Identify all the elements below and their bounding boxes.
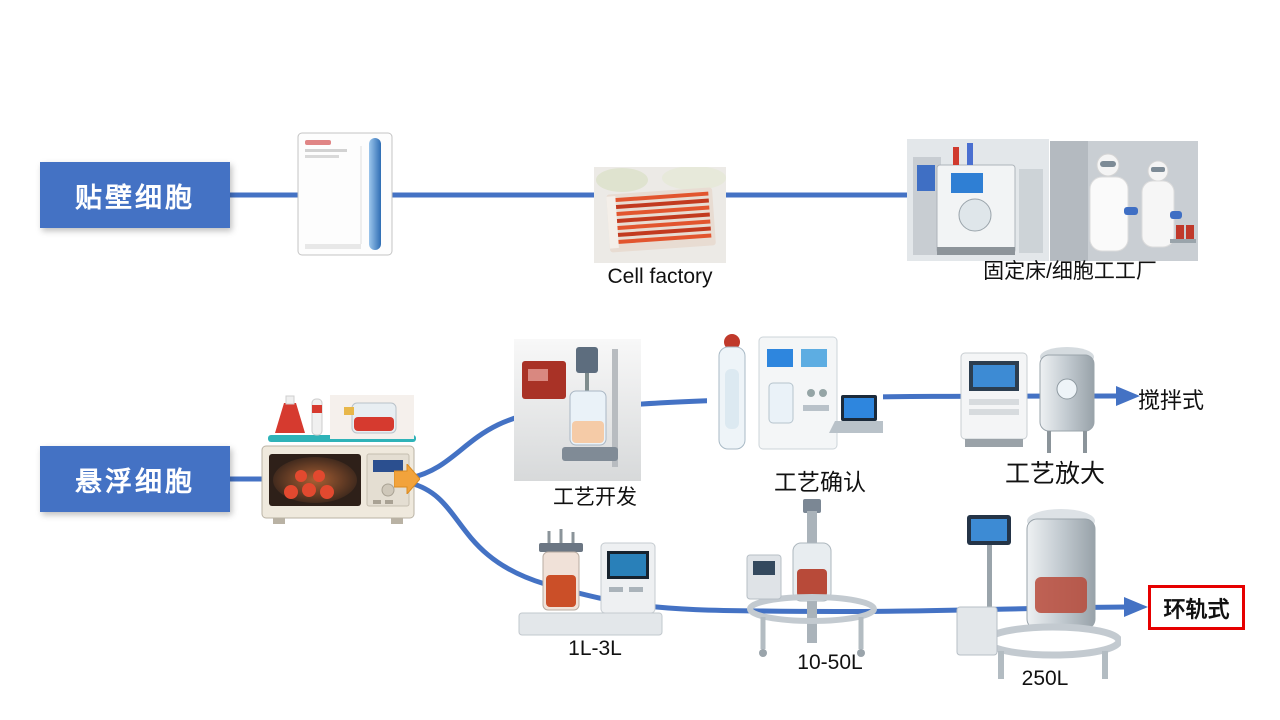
suspension-cells-label: 悬浮细胞 <box>75 466 195 497</box>
orbital-type-label: 环轨式 <box>1163 596 1230 622</box>
stirred-type-label: 搅拌式 <box>1138 388 1205 413</box>
process-development-image <box>514 339 641 481</box>
process-confirmation-illustration <box>707 329 883 467</box>
shake-flasks-image <box>268 393 416 445</box>
process-scale-up-image <box>957 339 1104 457</box>
co2-incubator-illustration <box>297 132 393 256</box>
bioreactor-250l-image <box>949 507 1121 685</box>
stirred-arrowhead <box>1116 386 1140 406</box>
cleanroom-operators-illustration <box>1050 141 1198 261</box>
bioreactor-1-3l-caption: 1L-3L <box>568 637 622 660</box>
orbital-arrowhead <box>1124 597 1148 617</box>
bioreactor-1-3l-illustration <box>518 529 663 636</box>
process-confirmation-image <box>707 329 883 467</box>
fixed-bed-machine-image <box>907 139 1049 261</box>
adherent-cells-label: 贴壁细胞 <box>75 182 195 213</box>
fixed-bed-caption: 固定床/细胞工工厂 <box>983 260 1157 283</box>
process-scale-up-illustration <box>960 347 1095 453</box>
cleanroom-operators-image <box>1050 141 1198 261</box>
co2-shaker-illustration <box>261 445 415 524</box>
bioreactor-10-50l-illustration <box>746 499 877 657</box>
process-scale-up-caption: 工艺放大 <box>1004 460 1105 488</box>
adherent-cells-box: 贴壁细胞 <box>40 162 230 228</box>
process-development-illustration <box>514 339 641 481</box>
cell-factory-illustration <box>594 167 726 263</box>
cell-factory-caption: Cell factory <box>607 265 713 288</box>
orange-branch-arrow-icon <box>394 464 420 494</box>
shake-flasks-illustration <box>268 395 416 442</box>
bioreactor-250l-illustration <box>956 509 1121 679</box>
bioreactor-10-50l-image <box>741 497 883 659</box>
process-confirmation-caption: 工艺确认 <box>774 469 866 495</box>
orbital-type-highlight-box: 环轨式 <box>1148 585 1245 630</box>
bioreactor-10-50l-caption: 10-50L <box>797 651 863 674</box>
co2-incubator-image <box>297 132 393 256</box>
cell-factory-image <box>594 167 726 263</box>
co2-shaker-image <box>261 442 415 526</box>
bioreactor-1-3l-image <box>517 527 664 645</box>
suspension-cells-box: 悬浮细胞 <box>40 446 230 512</box>
bioreactor-250l-caption: 250L <box>1021 667 1069 690</box>
fixed-bed-machine-illustration <box>907 139 1049 261</box>
process-development-caption: 工艺开发 <box>553 486 637 509</box>
